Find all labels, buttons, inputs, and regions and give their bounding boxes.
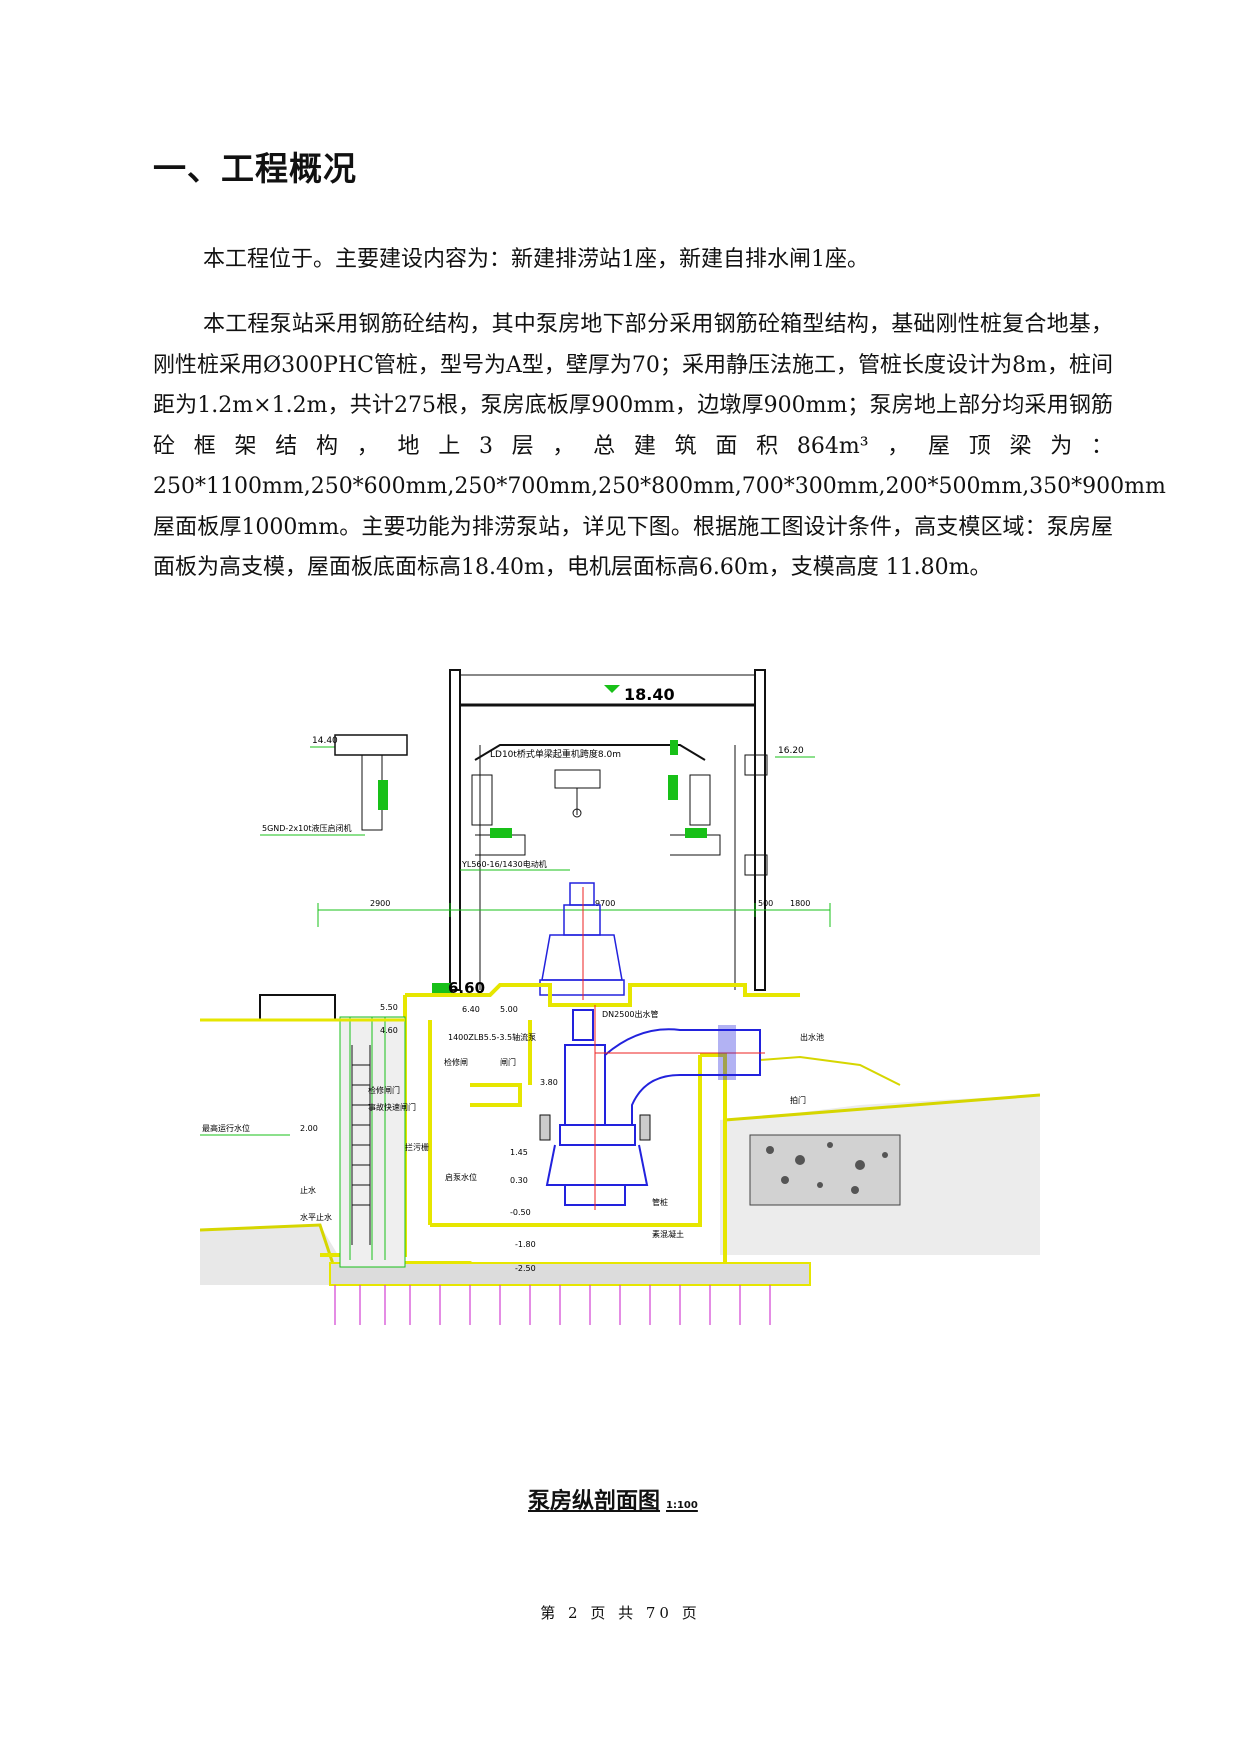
page-footer: 第 2 页 共 70 页: [540, 1604, 701, 1622]
roof-elevation: 18.40: [624, 685, 675, 704]
floor-elevation: 6.60: [448, 979, 485, 997]
pump-label: 1400ZLB5.5-3.5轴流泵: [448, 1032, 536, 1042]
elev-n250: -2.50: [515, 1264, 536, 1273]
dim-right1: 500: [758, 899, 773, 908]
elev-1440: 14.40: [312, 736, 338, 746]
dim-mid: 9700: [595, 899, 615, 908]
caption-scale: 1:100: [666, 1500, 698, 1511]
start-level-label: 启泵水位: [445, 1172, 477, 1182]
elev-550: 5.50: [380, 1003, 398, 1012]
maint-gate-label: 检修闸门: [368, 1085, 400, 1095]
elev-460: 4.60: [380, 1026, 398, 1035]
drawing-svg: 18.40 LD10t桥式单梁起重机跨度8.0m 16.20 14.40 5GN…: [199, 669, 1041, 1325]
stoplog-label: 检修闸: [444, 1057, 468, 1067]
section-heading: 一、工程概况: [153, 149, 357, 188]
flap-label: 拍门: [790, 1095, 806, 1105]
caption-text: 泵房纵剖面图: [528, 1489, 661, 1514]
pile-label: 管桩: [652, 1197, 668, 1207]
elev-030: 0.30: [510, 1176, 528, 1185]
motor-label: YL560-16/1430电动机: [461, 859, 547, 869]
elev-500: 5.00: [500, 1005, 518, 1014]
elev-1620: 16.20: [778, 746, 804, 756]
elev-145: 1.45: [510, 1148, 528, 1157]
trash-rack-label: 拦污栅: [405, 1142, 429, 1152]
pump-house-section-drawing: 18.40 LD10t桥式单梁起重机跨度8.0m 16.20 14.40 5GN…: [199, 665, 1041, 1515]
paragraph-1: 本工程位于。主要建设内容为：新建排涝站1座，新建自排水闸1座。: [203, 247, 869, 272]
elev-200: 2.00: [300, 1124, 318, 1133]
auto-gate-label: 事故快速闸门: [368, 1102, 416, 1112]
high-water-label: 最高运行水位: [202, 1123, 250, 1133]
elev-380: 3.80: [540, 1078, 558, 1087]
paragraph-2: 本工程泵站采用钢筋砼结构，其中泵房地下部分采用钢筋砼箱型结构，基础刚性桩复合地基…: [153, 312, 1166, 580]
crane-label: LD10t桥式单梁起重机跨度8.0m: [490, 748, 621, 760]
pipe-label: DN2500出水管: [602, 1009, 659, 1019]
dim-right2: 1800: [790, 899, 810, 908]
elev-640: 6.40: [462, 1005, 480, 1014]
waterstop-label: 止水: [300, 1185, 316, 1195]
elev-n180: -1.80: [515, 1240, 536, 1249]
gate-label: 闸门: [500, 1057, 516, 1067]
concrete-label: 素混凝土: [652, 1229, 684, 1239]
hoist-label: 5GND-2x10t液压启闭机: [262, 823, 351, 833]
waterstop-h-label: 水平止水: [300, 1212, 332, 1222]
outlet-label: 出水池: [800, 1032, 824, 1042]
dim-left: 2900: [370, 899, 390, 908]
elev-n050: -0.50: [510, 1208, 531, 1217]
figure-caption: 泵房纵剖面图 1:100: [528, 1483, 698, 1515]
